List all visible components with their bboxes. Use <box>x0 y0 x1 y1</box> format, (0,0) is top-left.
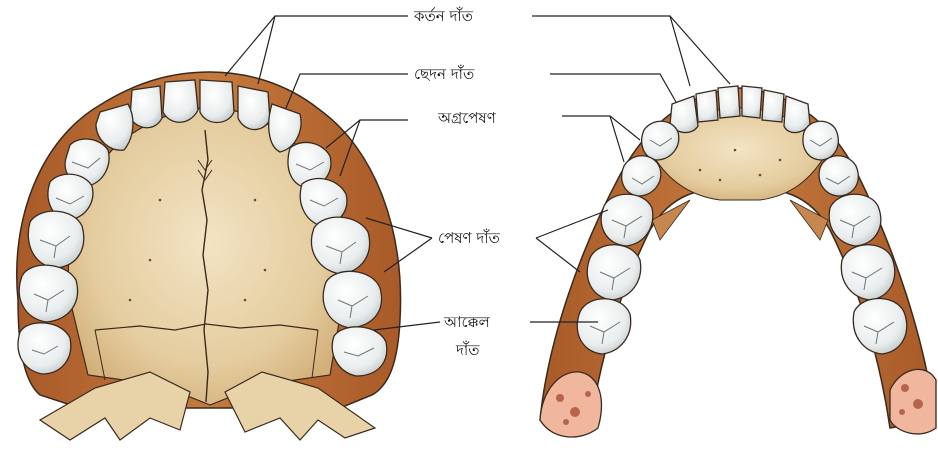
lower-incisor <box>742 86 762 118</box>
label-molars: পেষণ দাঁত <box>436 228 502 248</box>
upper-wisdom-tooth <box>18 323 71 374</box>
lower-incisor <box>762 90 784 122</box>
label-premolars: অগ্রপেষণ <box>436 108 498 128</box>
upper-molar <box>19 265 77 322</box>
label-incisors: কর্তন দাঁত <box>412 6 475 26</box>
upper-molar <box>28 211 83 268</box>
upper-incisor <box>200 80 234 123</box>
lower-canine <box>784 96 810 133</box>
lower-cut-right <box>890 369 936 434</box>
upper-incisor <box>163 80 198 122</box>
lower-molar <box>841 245 894 300</box>
label-wisdom-line2: দাঁত <box>454 340 482 360</box>
upper-jaw <box>17 72 401 440</box>
upper-incisor <box>130 86 162 128</box>
lower-molar <box>587 245 640 300</box>
lower-premolar <box>803 121 838 160</box>
lower-premolar <box>819 156 858 196</box>
upper-incisor <box>238 86 270 130</box>
upper-molar <box>323 271 381 328</box>
label-wisdom-line1: আক্কেল <box>442 312 492 332</box>
lower-wisdom-tooth <box>577 299 630 354</box>
lower-wisdom-tooth <box>853 299 906 355</box>
lower-incisor <box>718 86 740 118</box>
lower-incisor <box>696 90 718 122</box>
lower-jaw <box>540 86 936 437</box>
label-canines: ছেদন দাঁত <box>412 64 476 84</box>
